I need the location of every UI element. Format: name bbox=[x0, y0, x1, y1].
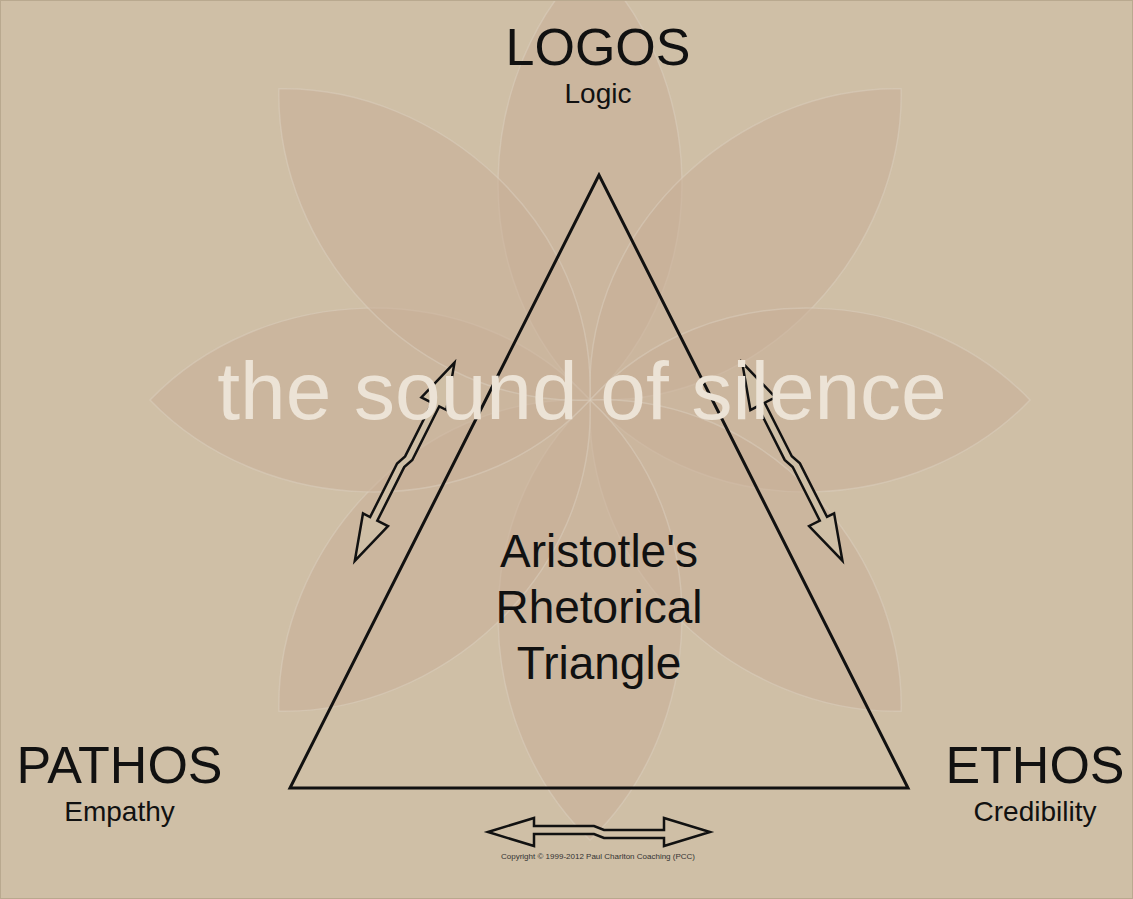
appeal-meaning: Credibility bbox=[945, 794, 1125, 830]
triangle-node: Aristotle's Rhetorical Triangle bbox=[290, 175, 908, 788]
appeal-meaning: Logic bbox=[506, 76, 691, 112]
double-arrow bbox=[488, 818, 710, 846]
appeal-label: PATHOSEmpathy bbox=[16, 736, 223, 830]
appeal-name: LOGOS bbox=[506, 18, 691, 76]
triangle-title: Aristotle's Rhetorical Triangle bbox=[449, 523, 749, 691]
appeal-label: LOGOSLogic bbox=[506, 18, 691, 112]
watermark-text: the sound of silence bbox=[217, 346, 946, 436]
appeal-meaning: Empathy bbox=[16, 794, 223, 830]
triangle-outline bbox=[290, 175, 908, 788]
appeal-label: ETHOSCredibility bbox=[945, 736, 1125, 830]
triangle-edge bbox=[290, 175, 908, 788]
appeal-name: PATHOS bbox=[16, 736, 223, 794]
appeal-name: ETHOS bbox=[945, 736, 1125, 794]
copyright-note: Copyright © 1999-2012 Paul Charlton Coac… bbox=[501, 852, 695, 862]
